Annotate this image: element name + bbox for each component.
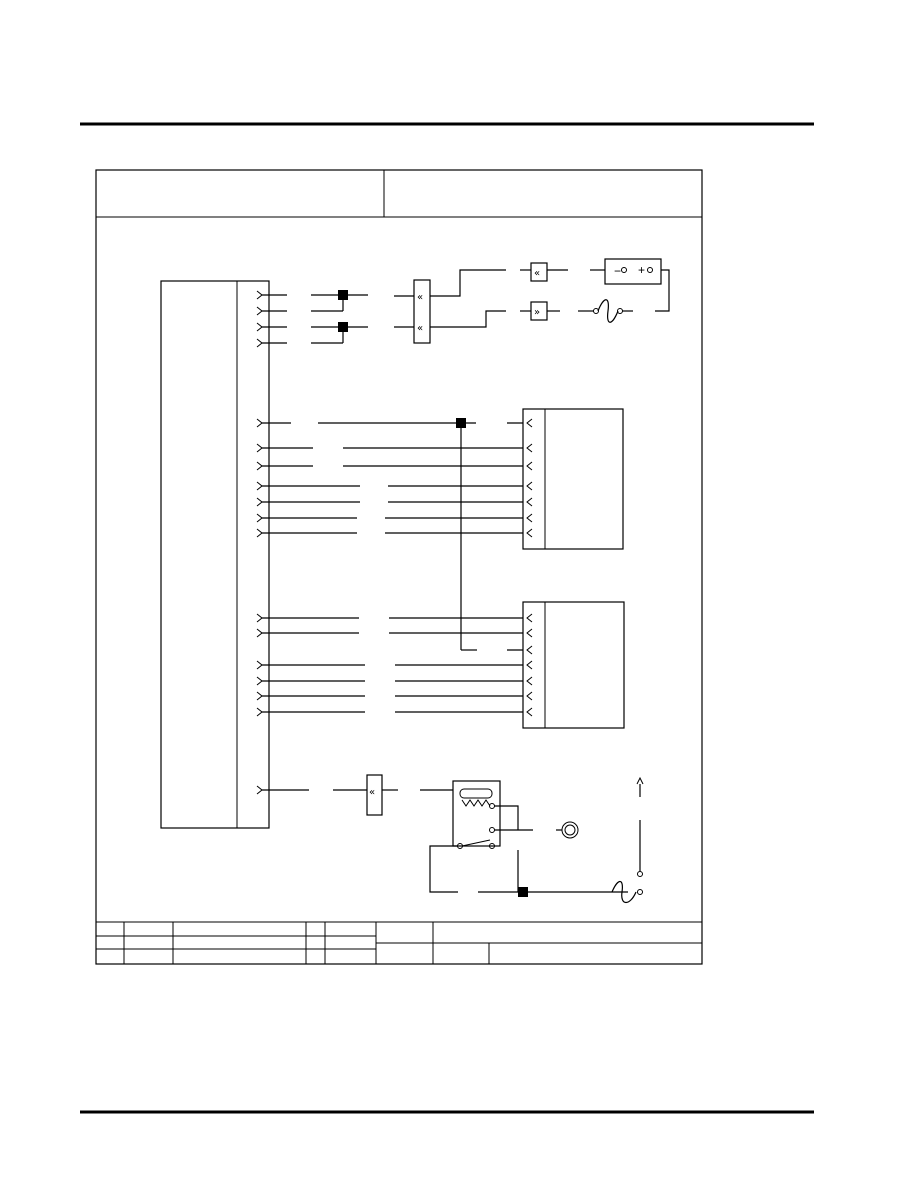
inline-connector-icon [366, 774, 383, 816]
relay-icon [452, 780, 501, 847]
svg-text:«: « [369, 787, 375, 798]
upper-module-group [256, 408, 624, 651]
lamp-icon [561, 821, 579, 839]
controller-module [160, 280, 270, 829]
diagram-frame [95, 169, 703, 965]
inline-connector-icon [530, 262, 548, 282]
svg-text:»: » [534, 307, 540, 318]
svg-text:−: − [614, 264, 621, 278]
svg-text:«: « [417, 292, 423, 303]
power-group: « « « » − + [256, 258, 670, 348]
lower-module-group [256, 601, 625, 729]
relay-group: « [256, 774, 644, 904]
splice-icon [456, 418, 466, 428]
splice-icon [338, 290, 348, 300]
fuse-icon [597, 299, 619, 323]
svg-text:«: « [534, 268, 540, 279]
upper-module [522, 408, 624, 550]
inline-connector-icon [413, 279, 431, 344]
splice-icon [518, 887, 528, 897]
svg-text:«: « [417, 323, 423, 334]
lower-module [522, 601, 625, 729]
fuse-icon [611, 880, 637, 904]
svg-text:+: + [638, 263, 645, 277]
revision-table [96, 921, 702, 964]
splice-icon [338, 322, 348, 332]
